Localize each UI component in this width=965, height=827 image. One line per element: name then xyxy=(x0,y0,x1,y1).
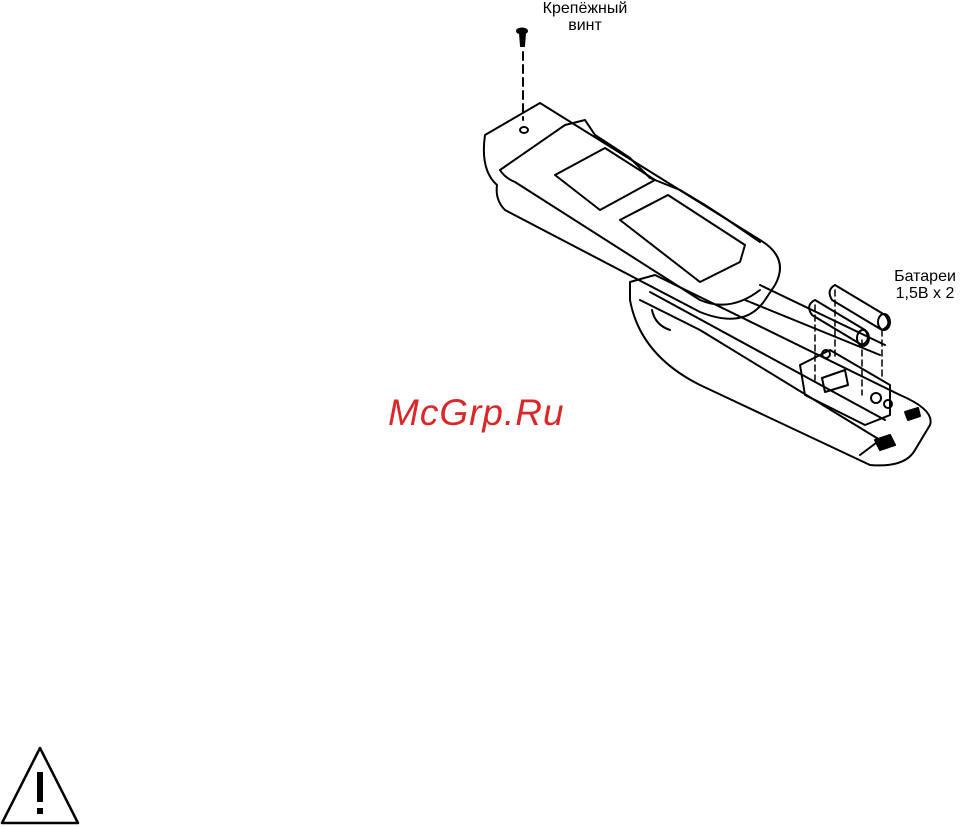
watermark: McGrp.Ru xyxy=(388,392,565,434)
battery-label: Батареи 1,5В х 2 xyxy=(885,268,965,302)
battery-label-line1: Батареи xyxy=(885,268,965,285)
screw-label-line2: винт xyxy=(520,17,650,34)
warning-triangle-icon xyxy=(0,745,82,827)
screw-label: Крепёжный винт xyxy=(520,0,650,34)
case-bottom xyxy=(630,275,931,465)
screw-label-line1: Крепёжный xyxy=(520,0,650,17)
battery-cover xyxy=(484,103,885,355)
battery-label-line2: 1,5В х 2 xyxy=(885,285,965,302)
screw-icon xyxy=(517,29,527,121)
